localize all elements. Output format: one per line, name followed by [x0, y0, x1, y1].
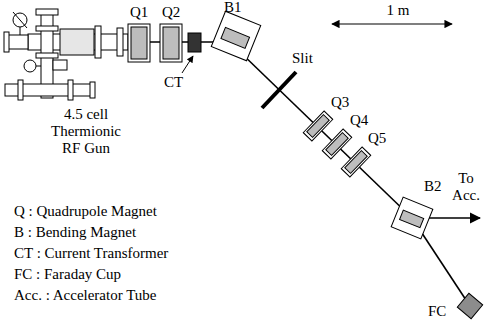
rf-gun-symbol-part: [8, 35, 28, 49]
rf-gun-symbol-part: [36, 9, 58, 15]
quadrupole-magnet-part-part: [322, 129, 351, 159]
quadrupole-magnet-part: [128, 24, 150, 62]
part-label: CT: [164, 74, 183, 91]
gun-label: 4.5 cell Thermionic RF Gun: [44, 106, 128, 157]
part-label: Q5: [368, 130, 386, 147]
legend-text: Q : Quadrupole Magnet: [14, 203, 157, 220]
quadrupole-magnet-part: [341, 147, 370, 177]
quadrupole-magnet-part-part: [307, 115, 329, 138]
quadrupole-magnet-part: [131, 27, 147, 59]
part-label: B2: [424, 178, 442, 195]
beam-line: [128, 42, 466, 300]
rf-gun-symbol-part: [13, 12, 27, 28]
part-label: Slit: [292, 50, 313, 67]
leader-line: [182, 56, 193, 73]
quadrupole-magnet-part-part: [326, 133, 348, 156]
part-label: Q4: [350, 112, 368, 129]
rf-gun-symbol-part: [117, 28, 123, 56]
legend-text: FC : Faraday Cup: [14, 266, 121, 283]
quadrupole-magnet-part-part: [341, 147, 370, 177]
bending-magnet-part: [400, 210, 424, 228]
scale-bar: [332, 23, 452, 24]
part-label: FC: [428, 303, 446, 320]
quadrupole-magnet-part: [163, 27, 179, 59]
rf-gun-symbol-part: [20, 27, 21, 35]
rf-gun-symbol-part: [68, 80, 73, 100]
beam-line-part: [238, 50, 412, 218]
bending-magnet-part: [391, 197, 433, 239]
rf-gun-symbol-part: [36, 53, 58, 58]
rf-gun-symbol-part: [36, 26, 58, 31]
rf-gun-symbol-part: [13, 13, 27, 27]
slit-symbol: [262, 72, 296, 108]
part-label: B1: [224, 0, 242, 16]
rf-gun-symbol-part: [90, 82, 95, 98]
bending-magnet-part: [211, 11, 260, 60]
bending-magnet: [211, 11, 260, 60]
rf-gun-symbol-part: [36, 66, 41, 67]
rf-gun-symbol-part: [4, 32, 9, 52]
part-label: Q3: [331, 94, 349, 111]
rf-gun-symbol-part: [53, 60, 67, 70]
bending-magnet: [391, 197, 433, 239]
part-label: Q2: [162, 4, 180, 21]
quadrupole-magnet-part: [160, 24, 182, 62]
rf-gun-symbol-part: [95, 26, 101, 58]
rf-gun-symbol-part: [18, 80, 23, 100]
legend-text: B : Bending Magnet: [14, 224, 136, 241]
current-transformer: [188, 33, 201, 52]
quadrupole-magnet-part: [303, 111, 332, 141]
legend-text: Acc. : Accelerator Tube: [14, 287, 156, 304]
scale-label: 1 m: [378, 2, 418, 19]
quadrupole-magnet-part-part: [345, 151, 367, 174]
rf-gun-symbol-part: [60, 29, 94, 55]
quadrupole-magnet-part: [322, 129, 351, 159]
destination-label: To Acc.: [446, 170, 486, 204]
quadrupole-magnet: [128, 24, 182, 62]
bending-magnet-part: [221, 27, 250, 48]
rf-gun-symbol-part: [24, 60, 36, 72]
legend-text: CT : Current Transformer: [14, 245, 168, 262]
quadrupole-magnet: [303, 111, 370, 177]
to-accelerator-arrow: [428, 217, 480, 219]
faraday-cup: [457, 293, 482, 318]
rf-gun-symbol: [4, 9, 128, 100]
part-label: Q1: [130, 4, 148, 21]
quadrupole-magnet-part-part: [303, 111, 332, 141]
